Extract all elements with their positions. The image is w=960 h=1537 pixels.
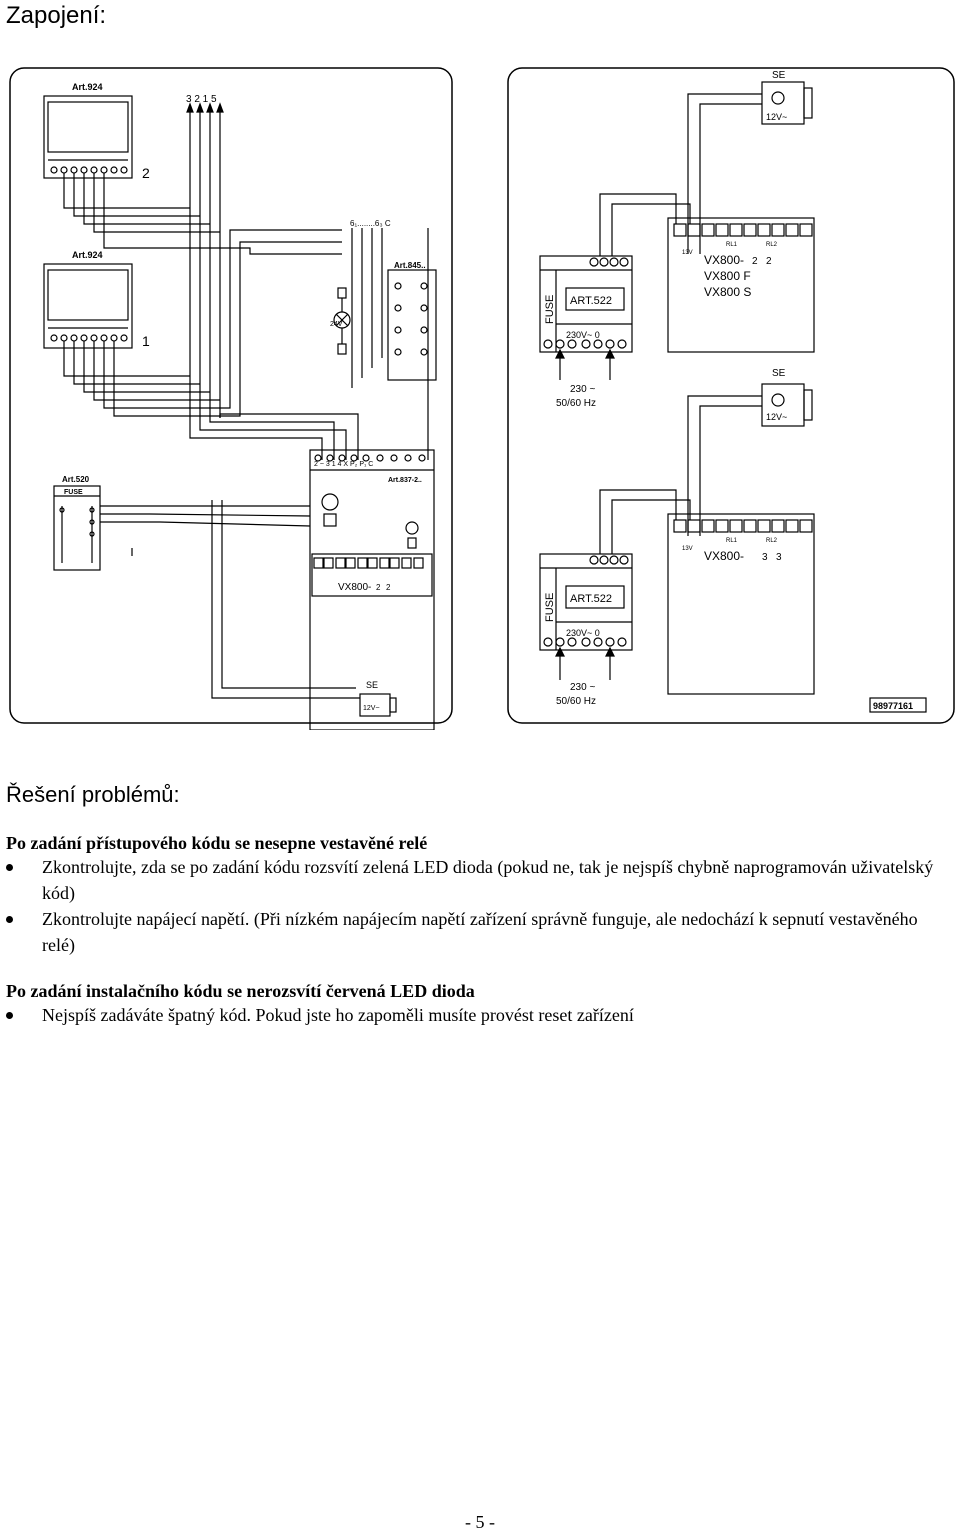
bullet-icon: [6, 916, 13, 923]
art837-unit: [309, 449, 435, 730]
speaker-icon: [321, 493, 339, 511]
art845-unit: [387, 269, 437, 381]
label-terminals: 2 ~ 3 1 4 X P₂ P₁ C: [314, 461, 373, 468]
label-vx800-top-2: VX800 F: [704, 269, 751, 283]
label-vx800-left: VX800-: [338, 582, 371, 593]
label-vx800-bottom-box2: 3: [776, 552, 782, 563]
art924-unit-a: [43, 95, 133, 179]
page-title: Zapojení:: [6, 2, 107, 29]
art522-top-unit: [539, 255, 633, 353]
vx800-bottom-unit: [667, 513, 815, 695]
label-art520: Art.520: [62, 475, 90, 484]
label-supply-top-2: 50/60 Hz: [556, 398, 596, 409]
label-fuse-left: FUSE: [64, 489, 83, 496]
label-art924-b: Art.924: [72, 250, 103, 260]
label-art522-bottom: ART.522: [570, 593, 612, 605]
label-vx800-bottom: VX800-: [704, 549, 744, 563]
problem2-bullet-1: Nejspíš zadáváte špatný kód. Pokud jste …: [42, 1005, 634, 1025]
label-se-left-voltage: 12V~: [363, 705, 380, 712]
label-bus-2: 6₁........6₃ C: [350, 219, 391, 228]
label-rl2-bottom: RL2: [766, 538, 778, 544]
label-art522-top: ART.522: [570, 295, 612, 307]
label-drawing-code: 98977161: [873, 701, 913, 711]
left-diagram: [43, 95, 437, 730]
label-se-top-voltage: 12V~: [766, 112, 787, 122]
problem1-list: Zkontrolujte, zda se po zadání kódu rozs…: [0, 854, 952, 958]
list-item: Zkontrolujte, zda se po zadání kódu rozs…: [0, 854, 952, 906]
label-art845: Art.845..: [394, 261, 426, 270]
problem1-bullet-2: Zkontrolujte napájecí napětí. (Při nízké…: [42, 909, 918, 955]
left-diagram-frame: [9, 67, 453, 724]
label-vx800-top-3: VX800 S: [704, 285, 751, 299]
vx800-top-unit: [667, 217, 815, 353]
problem2-list: Nejspíš zadáváte špatný kód. Pokud jste …: [0, 1002, 952, 1028]
label-vx800-bottom-box1: 3: [762, 552, 768, 563]
label-13v-bottom: 13V: [682, 546, 693, 552]
label-230v-bottom: 230V~ 0: [566, 628, 600, 638]
troubleshooting-title: Řešení problémů:: [6, 782, 180, 807]
label-13v-top: 13V: [682, 250, 693, 256]
label-230v-top: 230V~ 0: [566, 330, 600, 340]
label-vx800-top-1-box1: 2: [752, 256, 758, 267]
label-bus: 3 2 1 5: [186, 94, 217, 105]
label-vx800-left-box2: 2: [386, 583, 391, 592]
art924-a-terminals: [50, 166, 128, 174]
label-se-top: SE: [772, 70, 786, 81]
microphone-icon: [405, 521, 419, 535]
problem1-bullet-1: Zkontrolujte, zda se po zadání kódu rozs…: [42, 857, 934, 903]
label-24v: 24V: [330, 321, 343, 328]
label-rl1-top: RL1: [726, 242, 738, 248]
art924-b-terminals: [50, 334, 128, 342]
page-number: - 5 -: [465, 1512, 495, 1532]
label-vx800-left-box1: 2: [376, 583, 381, 592]
problem2-heading: Po zadání instalačního kódu se nerozsvít…: [6, 981, 475, 1001]
label-panel-1: 1: [142, 333, 150, 349]
label-supply-top-1: 230 ~: [570, 384, 595, 395]
label-fuse-top: FUSE: [544, 295, 556, 324]
label-supply-bottom-2: 50/60 Hz: [556, 696, 596, 707]
list-item: Nejspíš zadáváte špatný kód. Pokud jste …: [0, 1002, 952, 1028]
label-fuse-bottom: FUSE: [544, 593, 556, 622]
bullet-icon: [6, 1012, 13, 1019]
label-se-left: SE: [366, 680, 378, 690]
problem1-heading: Po zadání přístupového kódu se nesepne v…: [6, 833, 428, 853]
art520-unit: [53, 485, 101, 571]
label-art837: Art.837-2..: [388, 477, 422, 484]
label-supply-bottom-1: 230 ~: [570, 682, 595, 693]
art924-unit-b: [43, 263, 133, 349]
label-vx800-top-1-box2: 2: [766, 256, 772, 267]
label-se-mid: SE: [772, 368, 786, 379]
label-se-mid-voltage: 12V~: [766, 412, 787, 422]
label-panel-2: 2: [142, 165, 150, 181]
art522-bottom-unit: [539, 553, 633, 651]
right-diagram: [539, 81, 927, 713]
bullet-icon: [6, 864, 13, 871]
wiring-diagram: Art.924 Art.924 2 1 3 2 1 5 6₁........6₃…: [9, 67, 955, 730]
list-item: Zkontrolujte napájecí napětí. (Při nízké…: [0, 906, 952, 958]
label-vx800-top-1: VX800-: [704, 253, 744, 267]
label-rl2-top: RL2: [766, 242, 778, 248]
vx800-left-unit: [311, 553, 433, 597]
label-art924-a: Art.924: [72, 82, 103, 92]
drawing-code-box: [869, 697, 927, 713]
right-diagram-frame: [507, 67, 955, 724]
label-rl1-bottom: RL1: [726, 538, 738, 544]
